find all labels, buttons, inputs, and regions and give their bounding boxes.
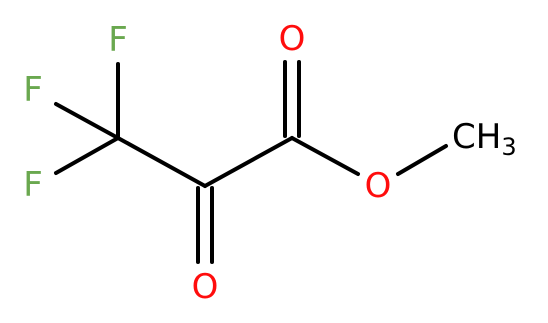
atom-o-ketone: O <box>192 267 219 307</box>
atom-methyl: CH3 <box>452 117 517 161</box>
methyl-label: CH <box>452 117 501 157</box>
methyl-subscript: 3 <box>501 133 516 161</box>
atom-f-bot: F <box>23 165 43 205</box>
atom-labels: F F F O O O CH3 <box>23 19 516 307</box>
bond-c3-o-ester <box>290 136 360 176</box>
bond-c1-f-mid <box>54 102 120 140</box>
bond-o-ester-methyl <box>396 144 448 176</box>
atom-o-carbonyl: O <box>279 19 306 59</box>
atom-o-ester: O <box>365 166 392 206</box>
bond-c1-f-bot <box>54 136 120 175</box>
atom-f-mid: F <box>23 70 43 110</box>
atom-f-top: F <box>108 20 128 60</box>
bond-c1-c2 <box>116 136 207 188</box>
bonds <box>54 60 448 264</box>
bond-c2-c3 <box>203 136 294 188</box>
